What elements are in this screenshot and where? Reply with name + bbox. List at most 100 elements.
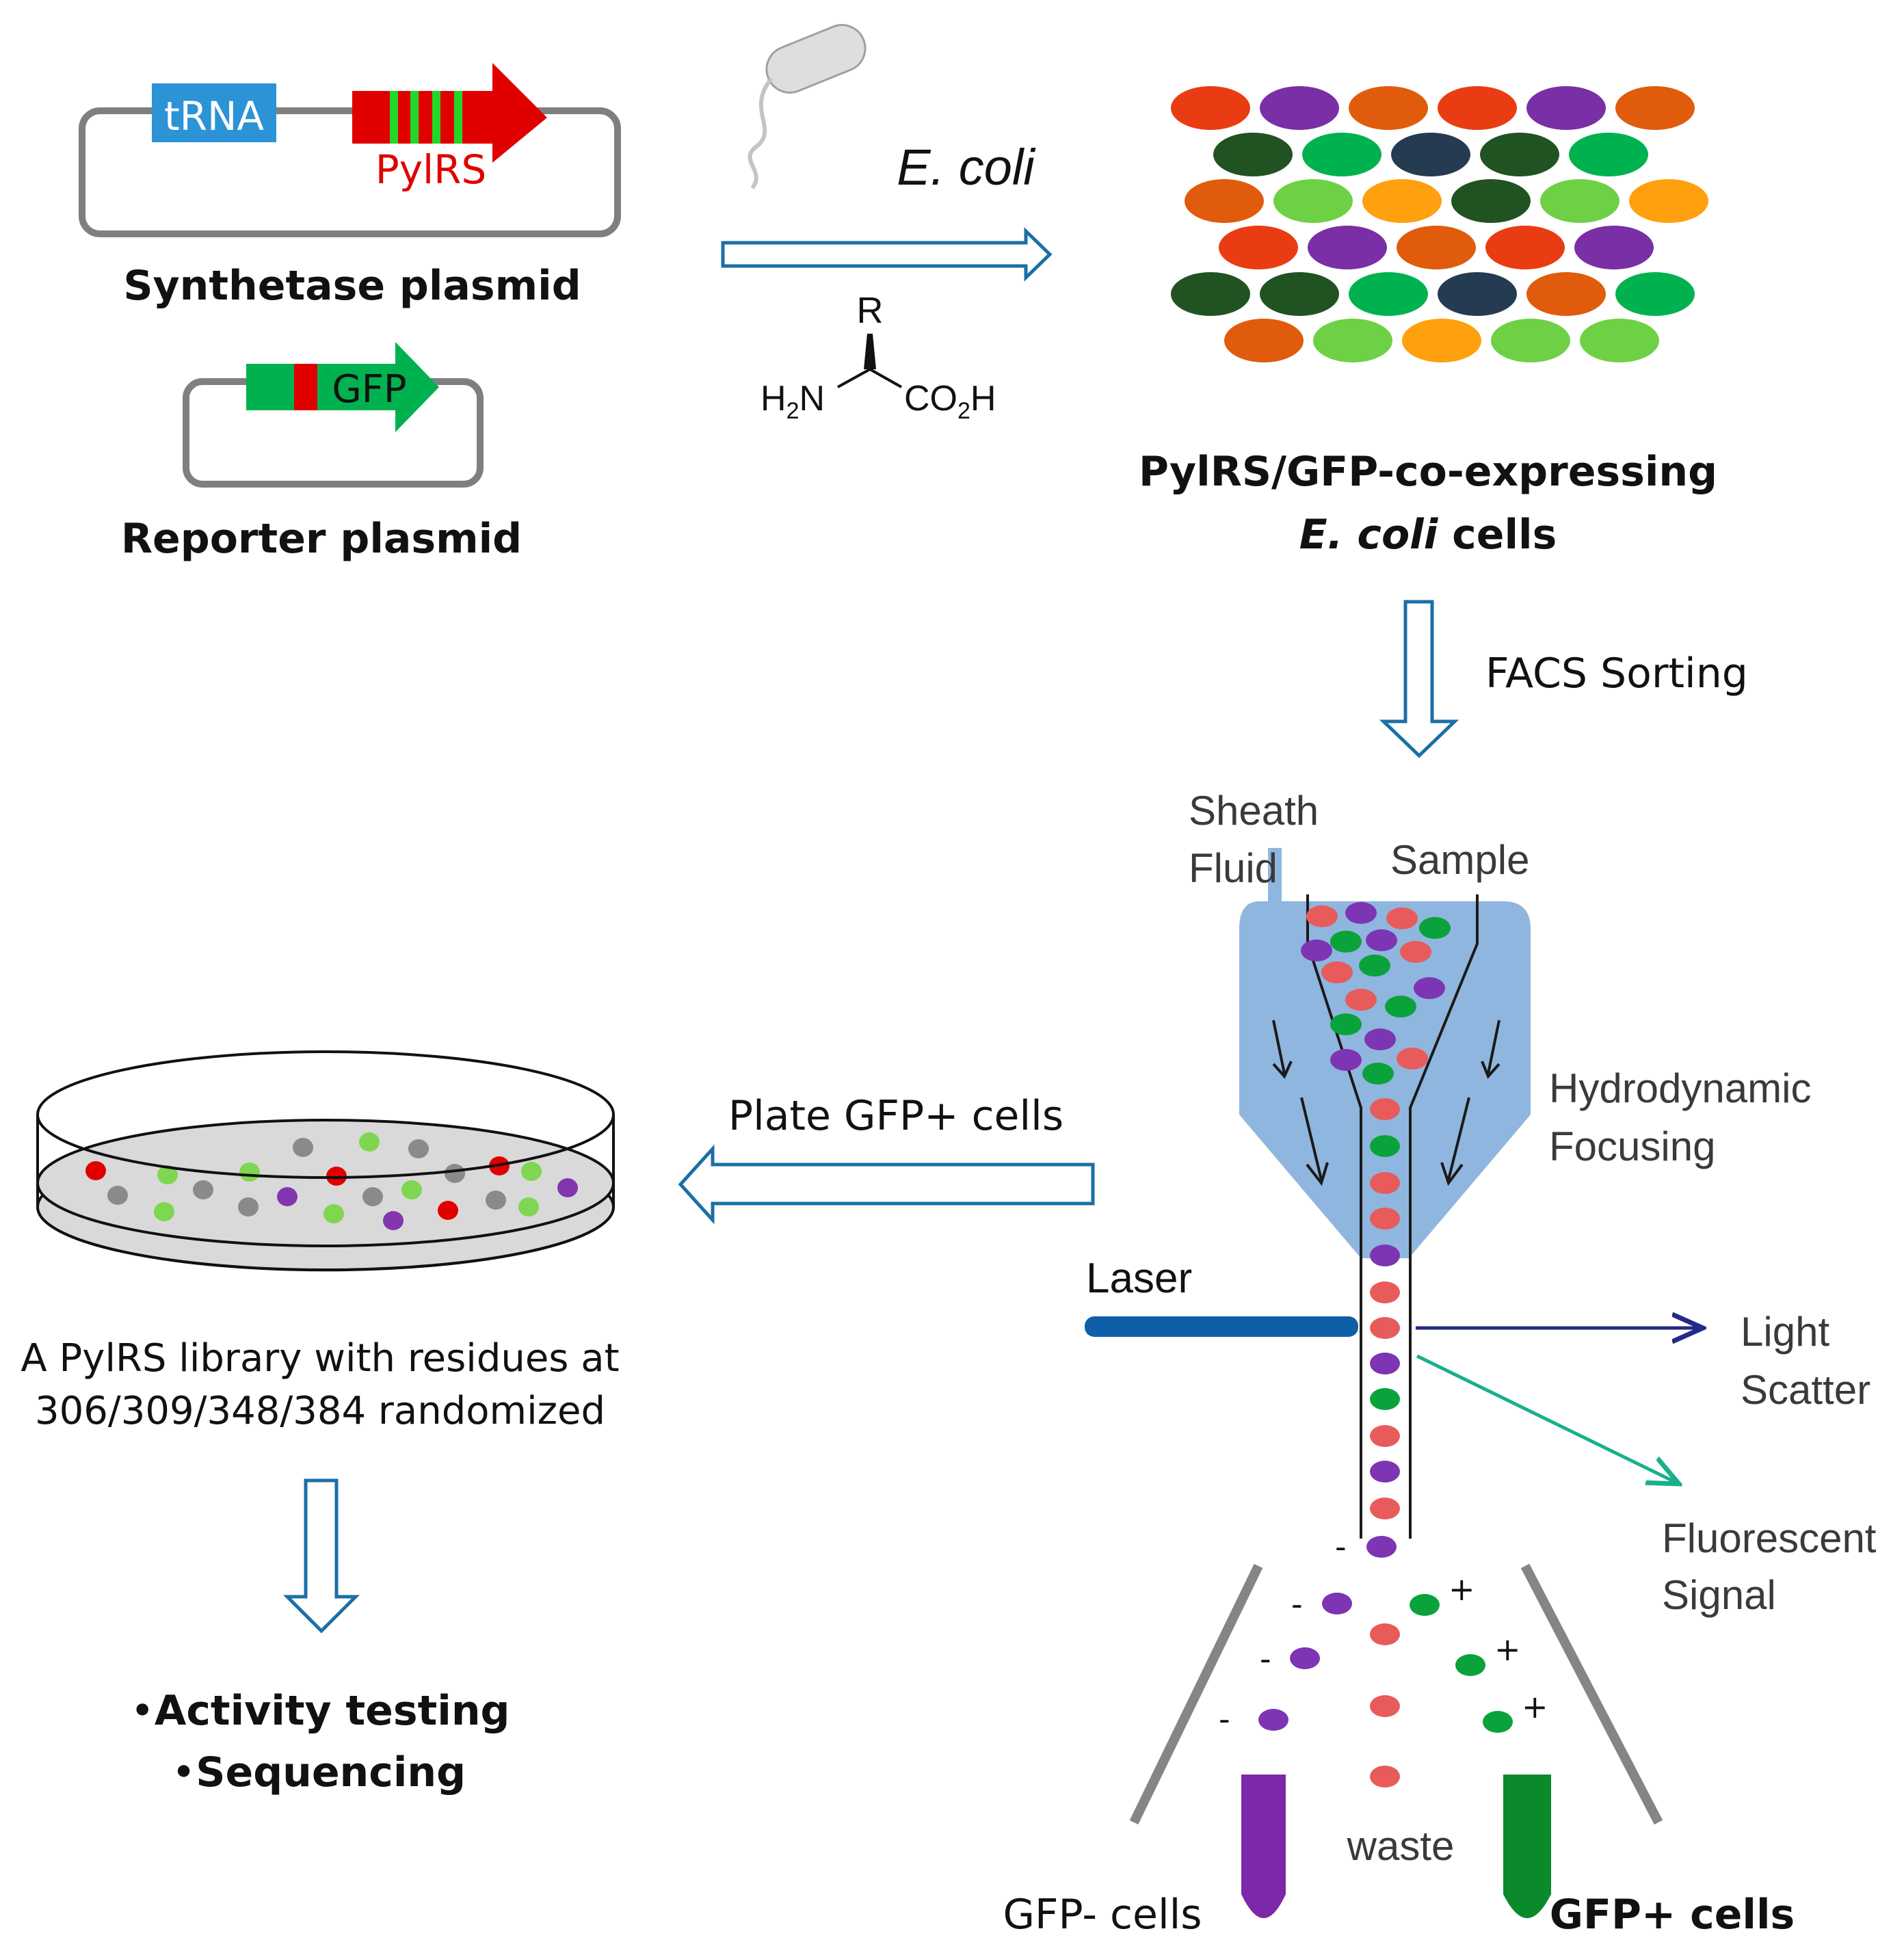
fluorescent-label-line2: Signal — [1662, 1572, 1776, 1618]
gfp-negative-droplet — [1322, 1593, 1352, 1615]
sample-cell — [1400, 941, 1431, 963]
ecoli-cell — [1615, 272, 1695, 316]
r-group-label: R — [857, 290, 884, 331]
gfp-positive-droplet — [1455, 1654, 1485, 1676]
sample-cell — [1385, 996, 1416, 1018]
stream-cell — [1370, 1353, 1400, 1374]
colony — [521, 1162, 542, 1181]
sample-cell — [1301, 940, 1332, 961]
pylrs-mutation-band — [454, 91, 462, 144]
ecoli-cell — [1438, 86, 1517, 130]
colony — [193, 1180, 213, 1199]
sample-cell — [1306, 905, 1338, 927]
transformation-arrow — [721, 227, 1053, 282]
charge-plus-sign: + — [1494, 1631, 1521, 1668]
deflection-plate-left — [1129, 1563, 1263, 1825]
ecoli-cell — [1397, 226, 1476, 269]
pylrs-gene-arrow — [352, 63, 547, 163]
stream-cell — [1370, 1135, 1400, 1157]
deflection-plate-right — [1520, 1563, 1663, 1825]
outcome-sequencing: •Sequencing — [172, 1749, 466, 1796]
stream-cell — [1370, 1281, 1400, 1303]
ecoli-cell — [1615, 86, 1695, 130]
sample-cell — [1397, 1048, 1428, 1069]
ecoli-cell — [1260, 86, 1339, 130]
waste-label: waste — [1347, 1823, 1455, 1869]
sheath-inlet — [1268, 848, 1282, 903]
charge-plus-sign: + — [1449, 1571, 1475, 1608]
sorted-droplets: ----+++ — [1219, 1528, 1548, 1788]
colony — [154, 1202, 174, 1221]
cells-caption-line2: E. coli cells — [1299, 511, 1557, 559]
carboxyl-group: CO2H — [904, 379, 996, 424]
sample-cell — [1359, 955, 1390, 976]
colony — [362, 1187, 383, 1206]
ecoli-cell — [1540, 179, 1619, 223]
charge-plus-sign: + — [1522, 1688, 1548, 1725]
colony — [408, 1139, 429, 1158]
stream-cell — [1370, 1461, 1400, 1483]
ecoli-cell — [1574, 226, 1654, 269]
library-caption-line1: A PylRS library with residues at — [21, 1336, 619, 1381]
ecoli-cell — [1171, 272, 1250, 316]
scatter-label-line1: Light — [1741, 1309, 1829, 1355]
ecoli-cell — [1302, 133, 1381, 176]
sample-cell — [1330, 931, 1362, 953]
gfp-negative-label: GFP- cells — [1003, 1891, 1202, 1939]
flow-arrows — [1272, 1020, 1500, 1186]
bond-right — [869, 368, 902, 388]
colony — [277, 1187, 298, 1206]
ecoli-cell — [1391, 133, 1470, 176]
ecoli-cell — [1185, 179, 1264, 223]
trna-label: tRNA — [164, 93, 264, 139]
charge-minus-sign: - — [1291, 1586, 1303, 1623]
laser-label: Laser — [1086, 1255, 1192, 1302]
synthetase-plasmid: tRNA PylRS Synthetase plasmid — [79, 63, 621, 310]
colony — [239, 1162, 260, 1182]
waste-droplet — [1370, 1695, 1400, 1717]
focusing-label-line2: Focusing — [1549, 1124, 1715, 1169]
sample-cell — [1366, 929, 1397, 951]
ecoli-cell — [1219, 226, 1298, 269]
ecoli-cell — [1485, 226, 1565, 269]
charge-minus-sign: - — [1335, 1528, 1347, 1565]
ecoli-label: E. coli — [897, 139, 1036, 196]
sample-cell — [1330, 1013, 1362, 1035]
facs-instrument: ----+++ Sheath Fluid Sample Hydrodynamic… — [1003, 788, 1876, 1939]
ecoli-cell — [1260, 272, 1339, 316]
reporter-plasmid-caption: Reporter plasmid — [121, 515, 522, 563]
stream-cell — [1370, 1098, 1400, 1120]
ecoli-cell — [1313, 319, 1392, 362]
plating-arrow — [678, 1144, 1095, 1225]
ecoli-cell — [1349, 272, 1428, 316]
cell-library: PylRS/GFP-co-expressing E. coli cells — [1139, 86, 1717, 559]
stream-cell — [1370, 1317, 1400, 1339]
colony — [323, 1204, 344, 1223]
gfp-negative-droplet — [1290, 1647, 1320, 1669]
stream-cell — [1370, 1245, 1400, 1266]
synthetase-plasmid-caption: Synthetase plasmid — [123, 262, 581, 310]
ecoli-cell — [1224, 319, 1304, 362]
gfp-label: GFP — [332, 367, 406, 412]
ecoli-cell — [1569, 133, 1648, 176]
ecoli-cell — [1526, 86, 1606, 130]
gfp-positive-label: GFP+ cells — [1550, 1891, 1795, 1939]
trna-box — [152, 83, 276, 142]
colony — [557, 1178, 578, 1197]
fluid-label: Fluid — [1189, 845, 1278, 891]
ecoli-cell — [1580, 319, 1659, 362]
gfp-positive-droplet — [1483, 1711, 1513, 1733]
waste-droplet — [1370, 1766, 1400, 1788]
colony — [383, 1211, 404, 1230]
ecoli-cell — [1213, 133, 1293, 176]
facs-sorting-label: FACS Sorting — [1485, 650, 1748, 697]
ecoli-cell — [1451, 179, 1531, 223]
transformation-step: E. coli R H2N CO2H — [721, 24, 1053, 424]
colony — [107, 1186, 128, 1205]
facs-arrow — [1379, 600, 1459, 758]
colony — [401, 1180, 422, 1199]
sample-cell — [1364, 1028, 1396, 1050]
dish-lid-rim — [36, 1050, 615, 1179]
ecoli-cell — [1438, 272, 1517, 316]
